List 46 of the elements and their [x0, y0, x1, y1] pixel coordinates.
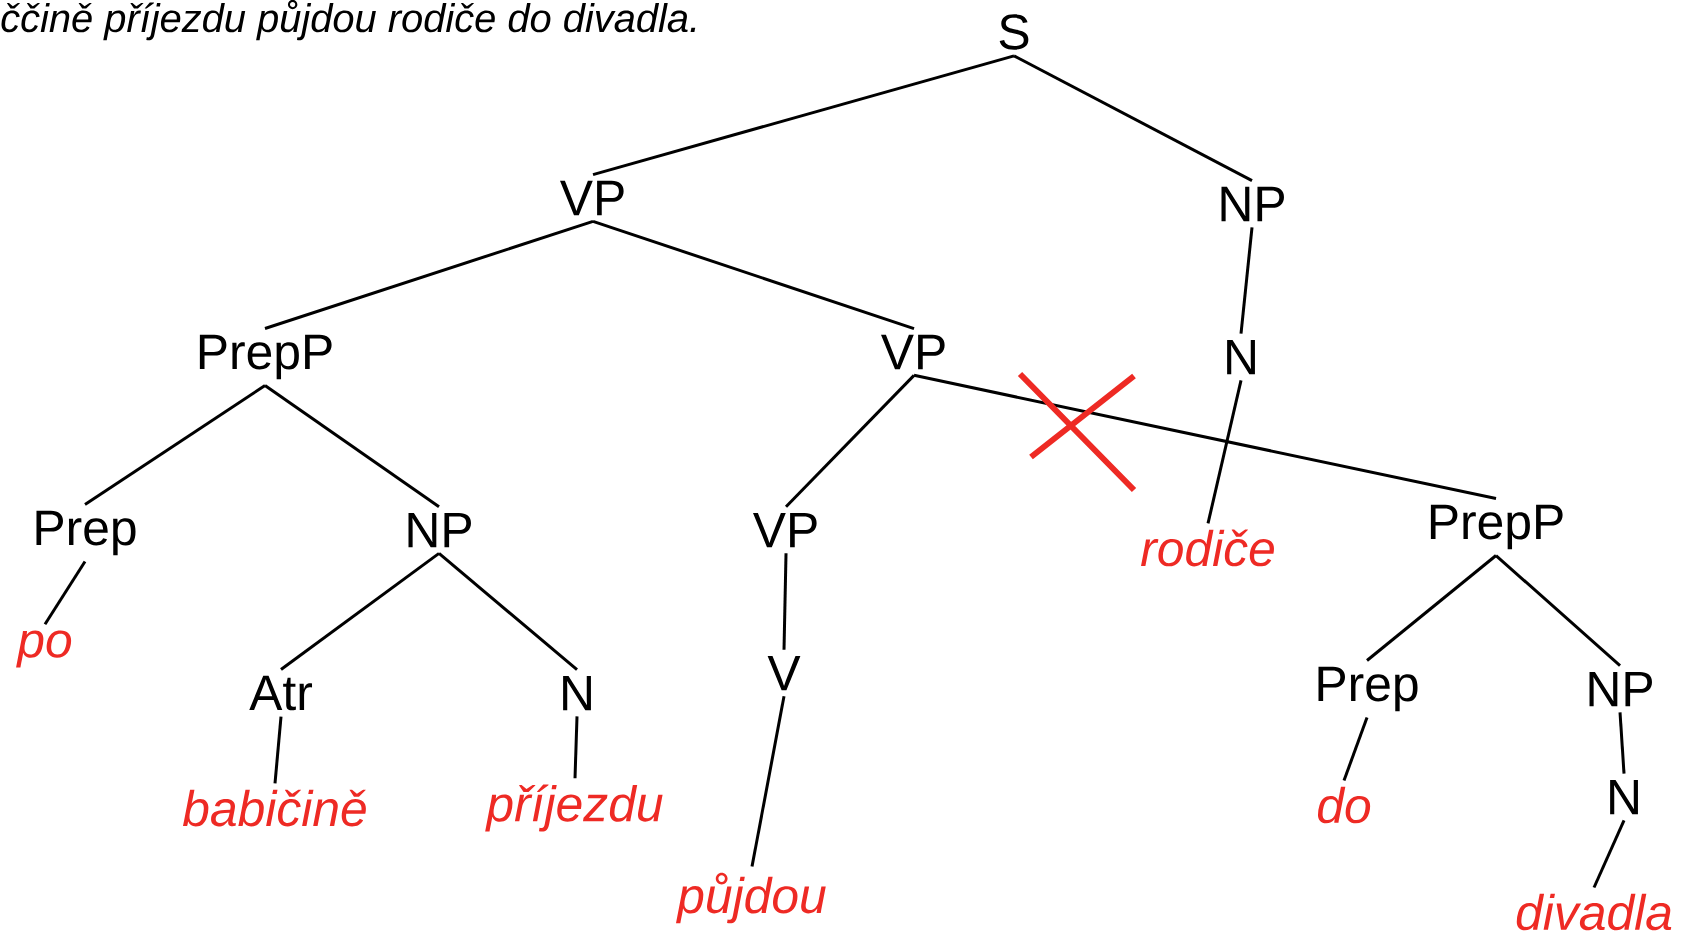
category-label: VP: [753, 512, 817, 548]
tree-branch: [1239, 227, 1254, 334]
category-label: NP: [1589, 671, 1652, 707]
tree-branch: [1366, 554, 1497, 662]
category-label: N: [563, 675, 591, 711]
tree-branch: [1013, 54, 1253, 182]
category-label: NP: [408, 512, 471, 548]
tree-branch: [1206, 380, 1243, 524]
category-label: V: [767, 655, 801, 691]
category-label: VP: [560, 180, 624, 216]
tree-branch: [1618, 712, 1626, 774]
tree-branch: [913, 373, 1497, 500]
tree-branch: [1342, 717, 1369, 782]
sentence-text: ččině příjezdu půjdou rodiče do divadla.: [1, 0, 696, 41]
word-label: rodiče: [1141, 529, 1274, 567]
tree-branch: [273, 716, 283, 784]
tree-branch: [84, 384, 266, 506]
tree-branch: [592, 54, 1015, 177]
category-label: S: [999, 14, 1029, 50]
category-label: N: [1610, 779, 1638, 815]
tree-branch: [280, 552, 440, 671]
word-label: příjezdu: [485, 784, 663, 832]
category-label: Prep: [1318, 666, 1418, 712]
word-label: půjdou: [676, 872, 826, 924]
category-label: Atr: [249, 675, 312, 711]
word-label: babičině: [182, 789, 366, 827]
category-label: NP: [1221, 186, 1284, 222]
tree-branch: [784, 374, 916, 508]
tree-branch: [264, 219, 594, 330]
tree-branch: [782, 553, 788, 650]
tree-branch: [1495, 554, 1621, 667]
word-label: divadla: [1516, 893, 1672, 931]
word-label: do: [1318, 786, 1371, 824]
category-label: Prep: [36, 510, 136, 556]
tree-branch: [264, 384, 440, 508]
category-label: VP: [881, 334, 945, 370]
category-label: N: [1227, 339, 1255, 375]
word-label: po: [16, 630, 72, 668]
tree-branch: [43, 560, 87, 626]
tree-branch: [1592, 819, 1626, 889]
tree-branch: [750, 696, 786, 867]
category-label: PrepP: [199, 334, 332, 380]
tree-branch: [573, 716, 579, 779]
tree-branch: [592, 219, 915, 331]
category-label: PrepP: [1430, 504, 1563, 550]
tree-branch: [438, 552, 578, 671]
